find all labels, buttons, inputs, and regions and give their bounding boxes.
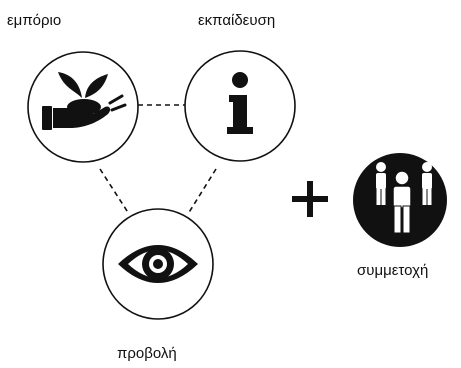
plus-sign bbox=[292, 181, 328, 217]
education-label: εκπαίδευση bbox=[198, 12, 276, 29]
connector-education-projection bbox=[187, 168, 217, 215]
education-node bbox=[184, 50, 296, 162]
projection-node bbox=[102, 208, 214, 320]
market-label: εμπόριο bbox=[7, 12, 62, 29]
people-group-icon bbox=[376, 162, 432, 234]
participation-node bbox=[353, 153, 447, 247]
info-icon bbox=[227, 72, 253, 134]
participation-label: συμμετοχή bbox=[357, 262, 429, 279]
eye-icon bbox=[118, 245, 198, 283]
market-node bbox=[27, 51, 139, 163]
connector-market-projection bbox=[99, 168, 130, 215]
hand-with-plant-icon bbox=[42, 72, 127, 130]
projection-label: προβολή bbox=[117, 345, 177, 362]
